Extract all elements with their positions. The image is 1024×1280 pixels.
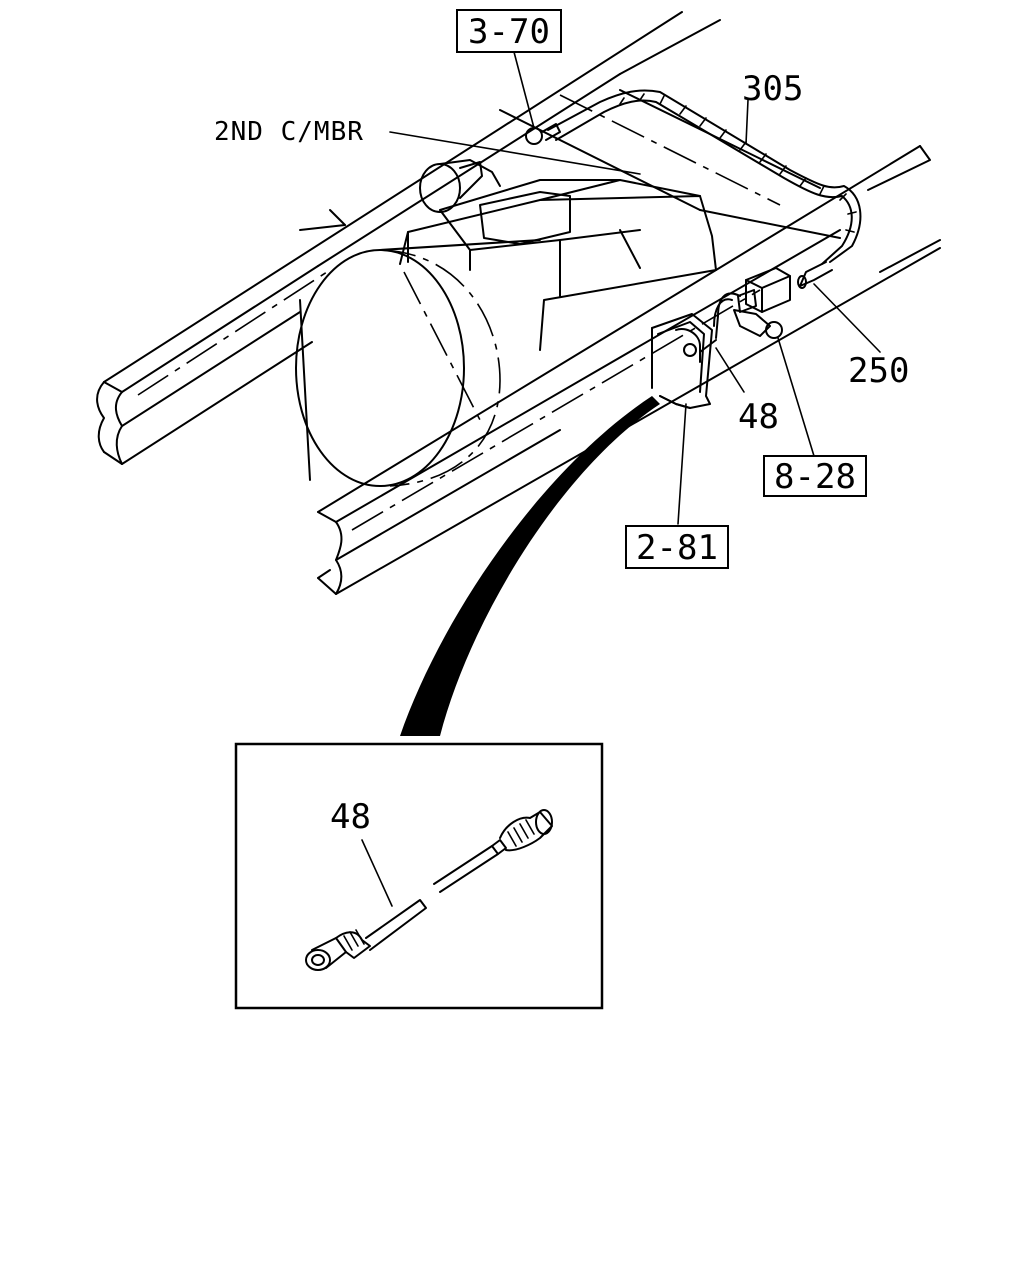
detail-pointer: [400, 396, 660, 736]
hose-305-icon: [525, 89, 862, 289]
speed-sensor-icon: [651, 267, 791, 409]
transmission-icon: [295, 159, 717, 487]
inset-48-label: 48: [330, 797, 371, 837]
hose-assembly-icon: [305, 809, 553, 971]
leader-lines: [389, 51, 881, 525]
callout-3-70: 3-70: [456, 9, 562, 53]
callout-305-label: 305: [742, 69, 803, 109]
callout-2-81-label: 2-81: [636, 528, 718, 568]
callout-48-label: 48: [738, 397, 779, 437]
leader-inset-48: [361, 839, 393, 907]
callout-250-label: 250: [848, 351, 909, 391]
detail-inset-frame: [234, 742, 604, 1010]
callout-2-81: 2-81: [625, 525, 729, 569]
callout-3-70-label: 3-70: [468, 12, 550, 52]
callout-8-28-label: 8-28: [774, 457, 856, 497]
callout-8-28: 8-28: [763, 455, 867, 497]
callout-crossmember-label: 2ND C/MBR: [214, 117, 364, 147]
frame-rail-icon: [96, 11, 941, 595]
